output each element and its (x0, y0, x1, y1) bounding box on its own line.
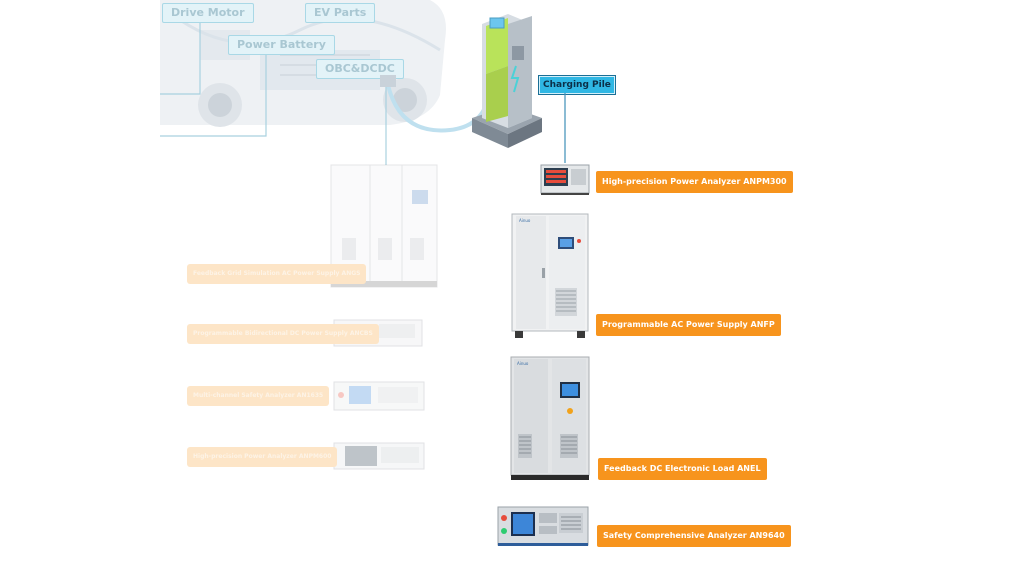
ev-connector-lines (160, 20, 387, 165)
safety-analyzer-an9640-image (497, 506, 589, 546)
faded-multichannel-safety-analyzer (333, 381, 425, 411)
svg-text:Ainuo: Ainuo (519, 218, 531, 223)
charging-pile-label: Charging Pile (538, 75, 616, 95)
faded-label-multichannel-safety: Multi-channel Safety Analyzer AN1635 (187, 386, 330, 406)
faded-label-bidirectional-dc: Programmable Bidirectional DC Power Supp… (187, 324, 379, 344)
faded-label-anpm600: High-precision Power Analyzer ANPM600 (187, 447, 338, 467)
device-label-anel: Feedback DC Electronic Load ANEL (598, 458, 767, 480)
svg-text:Ainuo: Ainuo (517, 361, 529, 366)
charging-pile-connector (564, 93, 566, 163)
faded-power-analyzer-anpm600 (333, 442, 425, 470)
faded-label-grid-simulation: Feedback Grid Simulation AC Power Supply… (187, 264, 367, 284)
dc-electronic-load-anel-image: Ainuo (510, 356, 590, 480)
power-analyzer-anpm300-image (540, 164, 590, 195)
drive-motor-label: Drive Motor (162, 3, 254, 23)
ac-power-supply-anfp-image: Ainuo (511, 213, 589, 338)
device-label-an9640: Safety Comprehensive Analyzer AN9640 (597, 525, 791, 547)
device-label-anfp: Programmable AC Power Supply ANFP (596, 314, 781, 336)
device-label-anpm300: High-precision Power Analyzer ANPM300 (596, 171, 793, 193)
charging-pile-illustration (472, 14, 542, 148)
obc-dcdc-label: OBC&DCDC (316, 59, 404, 79)
ev-parts-label: EV Parts (305, 3, 376, 23)
power-battery-label: Power Battery (228, 35, 335, 55)
